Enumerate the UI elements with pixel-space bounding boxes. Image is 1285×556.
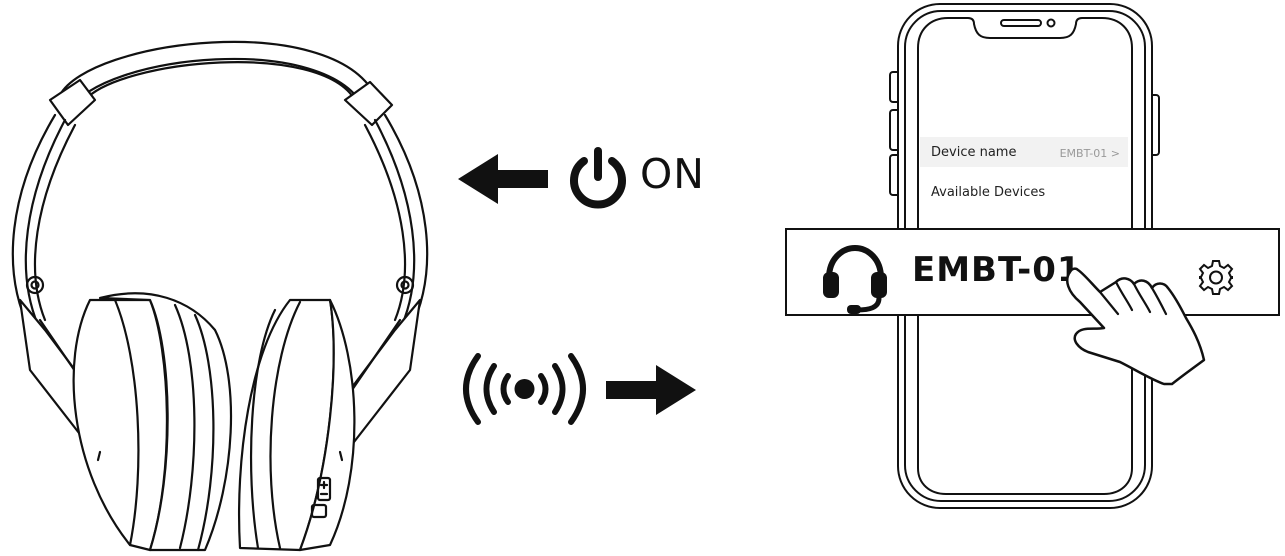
headphones-illustration: [11, 28, 429, 552]
arrow-left-icon: [458, 154, 548, 204]
device-name-value: EMBT-01 >: [1059, 147, 1120, 160]
wireless-signal-icon: [463, 353, 586, 425]
paired-device-name: EMBT-01: [912, 250, 1082, 290]
pointing-hand-icon: [1066, 267, 1206, 386]
gear-icon[interactable]: [1197, 258, 1235, 296]
device-name-label: Device name: [931, 145, 1017, 160]
arrow-right-icon: [606, 365, 696, 415]
available-devices-label: Available Devices: [931, 185, 1046, 200]
power-on-label: ON: [640, 150, 705, 198]
paired-device-item[interactable]: EMBT-01: [785, 228, 1280, 316]
headset-icon: [823, 244, 887, 314]
device-name-row[interactable]: Device name EMBT-01 >: [920, 137, 1128, 167]
power-icon: [570, 147, 626, 209]
